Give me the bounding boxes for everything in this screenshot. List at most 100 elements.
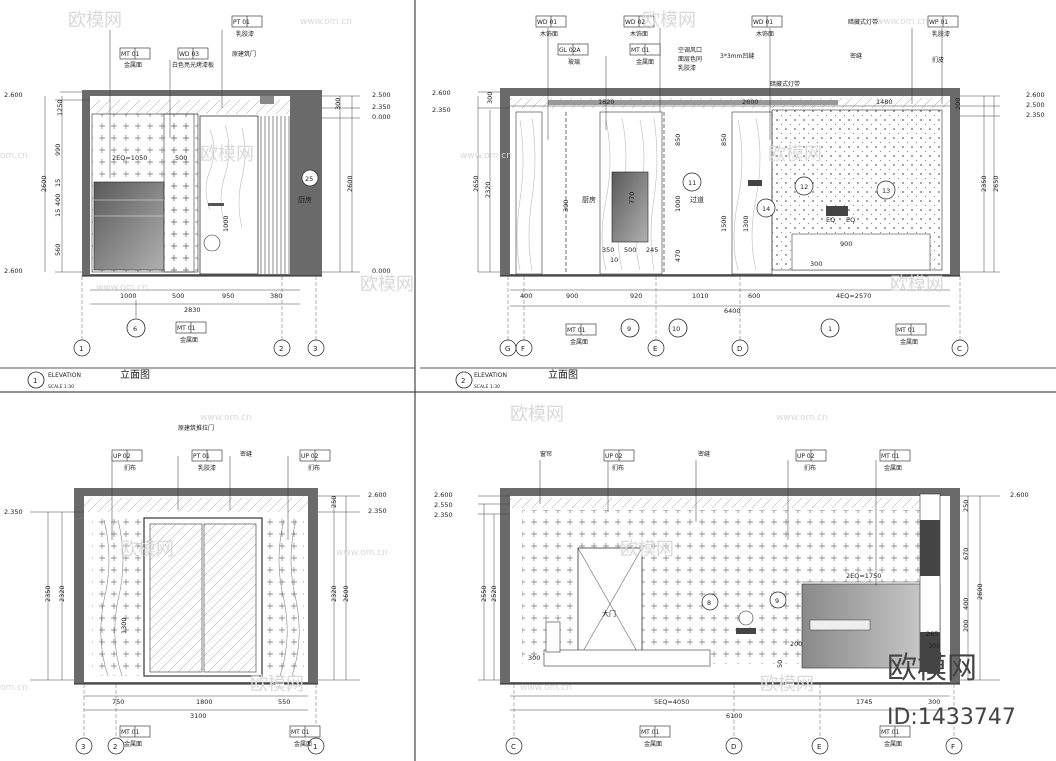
elev4-note-3: 密缝 (698, 450, 710, 458)
elevation-3 (30, 449, 360, 755)
elev2-level-2: 2.350 (432, 106, 451, 114)
elev4-tag-1: UP 02 (605, 453, 623, 460)
elev2-bottom-dim-5: 600 (748, 292, 760, 300)
elev2-level-5: 2.350 (1026, 111, 1045, 119)
elev4-right-dim-2: 670 (962, 548, 970, 560)
elev4-inner-dim-4: 200 (790, 640, 802, 648)
elev2-callout-1: 11 (688, 179, 696, 187)
elev3-note-5: 密缝 (240, 450, 252, 458)
elev1-left-dim-6: 560 (54, 244, 62, 256)
elev1-inner-dim-1: 2EQ=1050 (112, 154, 147, 162)
elev3-bottom-dim-3: 550 (278, 698, 290, 706)
elev1-note-2: 白色亮光烤漆板 (172, 61, 214, 69)
elev2-note-8: 空调风口 (678, 46, 702, 54)
elev3-level-3: 2.350 (368, 507, 387, 515)
watermark-url-6: www.om.cn (776, 413, 828, 423)
elev2-bottom-dim-3: 920 (630, 292, 642, 300)
elev2-top-dim-3: 2600 (742, 98, 759, 106)
elev4-bottom-note-1: 金属面 (644, 740, 662, 748)
watermark-brand-2: 欧模网 (642, 10, 696, 31)
elev2-note-10: 乳胶漆 (678, 64, 696, 72)
elev2-note-13: 暗藏式灯带 (770, 80, 800, 88)
elev1-note-4: 原建筑门 (232, 50, 256, 58)
elev2-note-12: 暗藏式灯带 (848, 18, 878, 26)
elev3-left-dim-1: 2350 (44, 585, 52, 602)
elev3-left-dim-2: 2320 (58, 585, 66, 602)
watermark-url-short-1: om.cn (0, 151, 28, 161)
elev3-note-2: 乳胶漆 (198, 464, 216, 472)
elev2-note-11: 3*3mm凹缝 (720, 52, 754, 60)
elev1-bottom-tag: MT 01 (177, 325, 196, 332)
elev4-inner-dim-3: 300 (928, 642, 940, 650)
elev3-tag-1: UP 02 (113, 453, 131, 460)
elev3-level-2: 2.600 (368, 491, 387, 499)
elev1-left-dim-2: 990 (54, 144, 62, 156)
elev4-note-5: 金属面 (884, 464, 902, 472)
elev3-bottom-note-1: 金属面 (124, 740, 142, 748)
elev2-inner-dim-4: 500 (624, 246, 636, 254)
elev2-inner-dim-12: EQ (826, 216, 835, 224)
elev2-section-mark-3: 1 (828, 325, 832, 333)
elev4-bottom-note-2: 金属面 (884, 740, 902, 748)
watermark-url-7: www.om.cn (336, 548, 388, 558)
elev1-level-3: 2.350 (372, 103, 391, 111)
elev4-right-dim-3: 2600 (976, 583, 984, 600)
elev4-note-4: 扪布 (804, 464, 816, 472)
watermark-url-5: www.om.cn (200, 413, 252, 423)
watermark-brand-7: 欧模网 (510, 404, 564, 425)
elev3-bottom-dim-total: 3100 (190, 712, 207, 720)
elev2-bottom-dim-4: 1010 (692, 292, 709, 300)
elevation-2 (455, 15, 1000, 389)
watermark-brand-11: 欧模网 (760, 674, 814, 695)
elev4-right-dim-1: 250 (962, 500, 970, 512)
elev3-grid-2: 2 (113, 743, 117, 751)
elev2-left-dim-2: 2320 (484, 181, 492, 198)
elev2-inner-dim-16: 300 (810, 260, 822, 268)
elev3-bottom-tag-2: MT 01 (291, 729, 310, 736)
elev4-left-dim-2: 2520 (490, 585, 498, 602)
watermark-url-short-2: om.cn (0, 683, 28, 693)
elev4-room-label: 大门 (602, 609, 616, 618)
elev2-tag-5: WD 01 (753, 19, 773, 26)
elev1-level-4: 0.000 (372, 113, 391, 121)
elev1-right-dim-1: 300 (334, 98, 342, 110)
elev2-note-6: 乳胶漆 (932, 30, 950, 38)
elev1-bottom-dim-total: 2830 (184, 306, 201, 314)
elev3-note-4: 原建筑推拉门 (178, 424, 214, 432)
elev2-title-cn: 立面图 (548, 368, 578, 381)
elev4-inner-dim-1: 2EQ=1750 (846, 572, 881, 580)
elev1-inner-dim-3: 1000 (222, 215, 230, 232)
elev3-right-dim-3: 2600 (342, 585, 350, 602)
elev2-note-3: 木饰面 (630, 30, 648, 38)
elev3-grid-1: 1 (313, 743, 317, 751)
watermark-brand-8: 欧模网 (120, 539, 174, 560)
elev4-bottom-dim-total: 6100 (726, 712, 743, 720)
elev2-tag-3: WD 02 (625, 19, 645, 26)
elev3-level-1: 2.350 (4, 508, 23, 516)
elev1-left-dim-3: 15 (54, 179, 62, 187)
elev4-bottom-tag-2: MT 01 (881, 729, 900, 736)
elev2-bottom-dim-2: 900 (566, 292, 578, 300)
elev4-tag-3: MT 01 (881, 453, 900, 460)
elev2-top-dim-4: 1480 (876, 98, 893, 106)
elev1-title-scale: SCALE 1:30 (48, 384, 74, 390)
elev3-tag-3: UP 02 (301, 453, 319, 460)
elev1-tag-3: PT 01 (233, 19, 250, 26)
elev4-bottom-dim-3: 300 (928, 698, 940, 706)
elev4-bottom-dim-1: 5EQ=4050 (654, 698, 689, 706)
elev1-bottom-dim-4: 380 (270, 292, 282, 300)
elev3-tag-2: PT 01 (193, 453, 210, 460)
elev2-inner-dim-11: 900 (840, 240, 852, 248)
elev3-right-dim-2: 2320 (330, 585, 338, 602)
elev2-inner-dim-13: EQ (846, 216, 855, 224)
elev1-bottom-dim-2: 500 (172, 292, 184, 300)
elev4-tag-2: UP 02 (797, 453, 815, 460)
elev2-section-mark-1: 9 (627, 325, 631, 333)
elev2-inner-dim-7: 470 (674, 250, 682, 262)
elev4-level-4: 2.600 (1010, 491, 1029, 499)
elev3-inner-dim-1: 1300 (120, 617, 128, 634)
watermark-url-1: www.om.cn (300, 17, 352, 27)
elev2-bottom-note-1: 金属面 (570, 338, 588, 346)
elev2-top-dim-2: 1620 (598, 98, 615, 106)
elev4-grid-c: C (511, 743, 516, 751)
